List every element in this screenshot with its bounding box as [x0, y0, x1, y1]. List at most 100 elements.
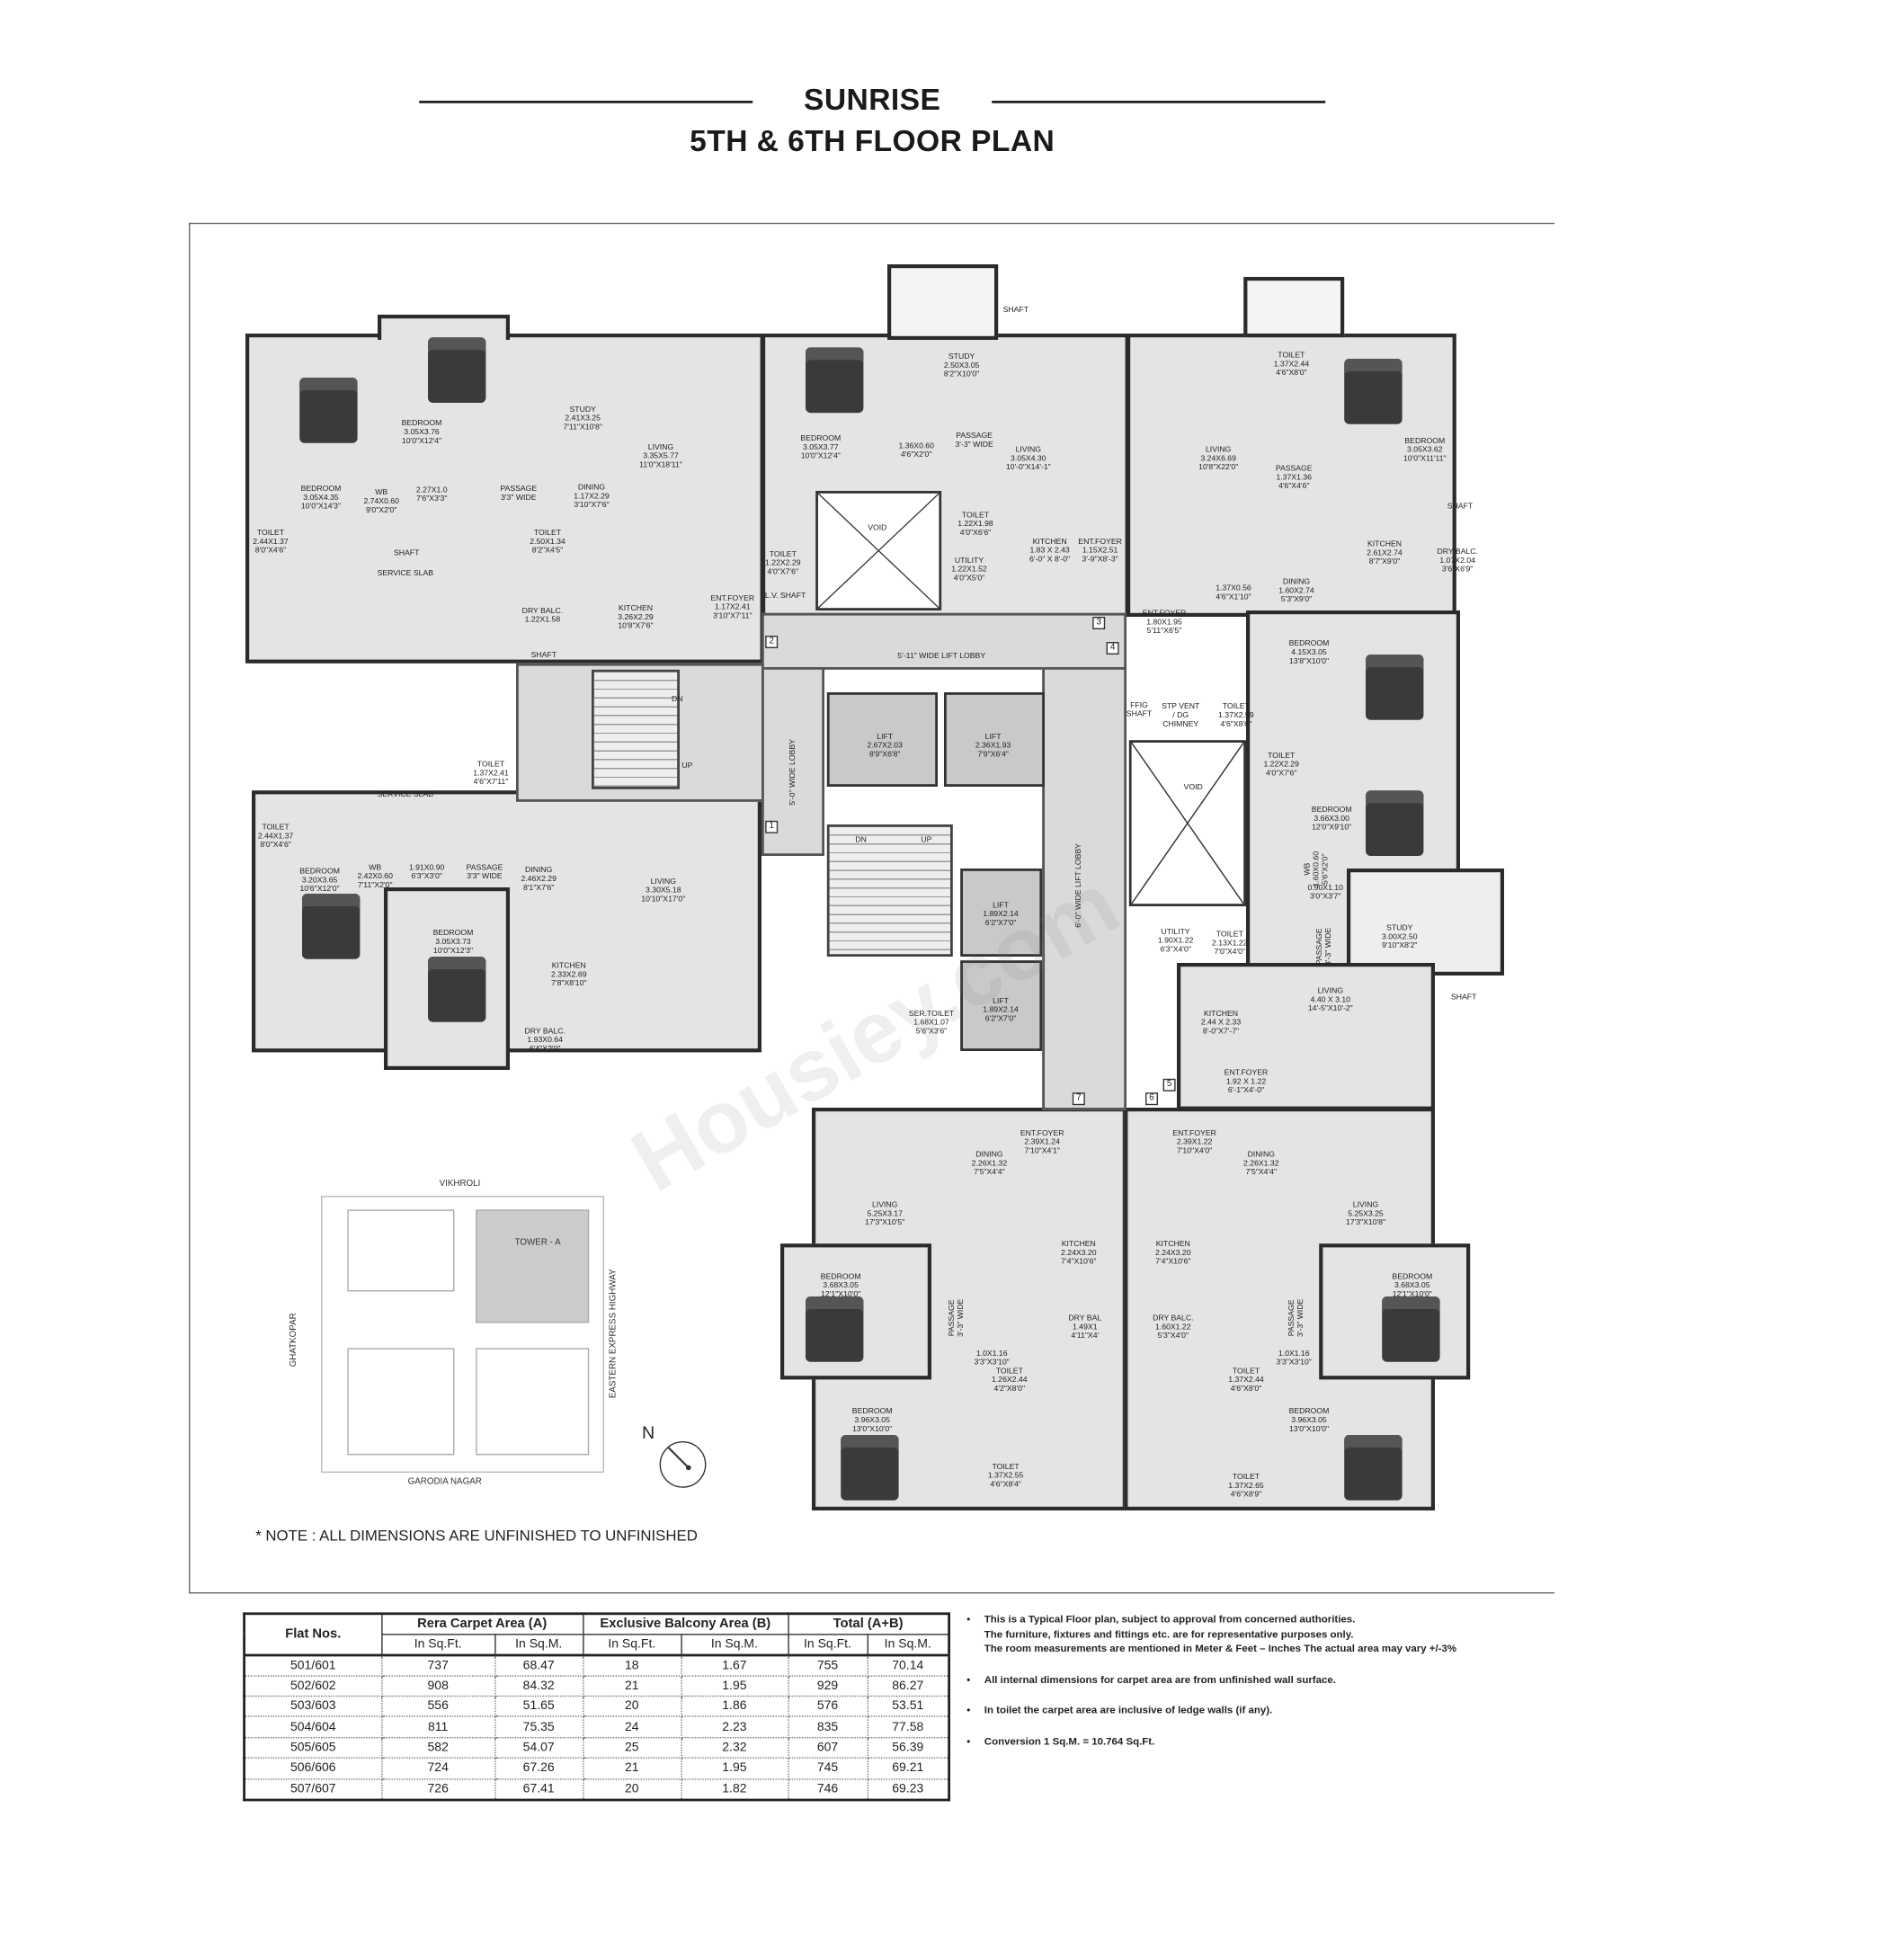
bed-icon	[1366, 655, 1424, 720]
room-label: TOILET 1.22X1.98 4'0"X6'6"	[957, 511, 993, 538]
room-label: 1.0X1.16 3'3"X3'10"	[974, 1349, 1010, 1368]
flat-marker: 1	[765, 820, 779, 833]
key-plan-tower-b	[347, 1209, 455, 1292]
table-cell: 607	[787, 1736, 868, 1760]
room-label: PASSAGE 3'3" WIDE	[500, 485, 538, 503]
room-label: DRY BAL 1.49X1 4'11"X4'	[1068, 1314, 1102, 1341]
room-label: 1.36X0.60 4'6"X2'0"	[898, 441, 934, 459]
room-label: LIFT 2.36X1.93 7'9"X6'4"	[975, 732, 1011, 760]
flat-marker: 7	[1072, 1092, 1085, 1106]
room-label: PASSAGE 1.37X1.36 4'6"X4'6"	[1275, 464, 1313, 491]
table-cell: 67.26	[494, 1757, 583, 1780]
room-label: TOILET 2.13X1.22 7'0"X4'0"	[1212, 930, 1248, 957]
staircase-west	[592, 669, 680, 789]
col-flat: Flat Nos.	[243, 1613, 382, 1656]
room-label: SERVICE SLAB	[377, 568, 434, 578]
room-label: ENT.FOYER 1.17X2.41 3'10"X7'11"	[710, 593, 755, 621]
room-label: BEDROOM 4.15X3.05 13'8"X10'0"	[1288, 639, 1330, 666]
room-label: TOILET 2.44X1.37 8'0"X4'6"	[257, 823, 294, 850]
room-label: DN	[671, 694, 683, 704]
room-label: BEDROOM 3.68X3.05 12'1"X10'0"	[820, 1272, 861, 1299]
table-cell: 68.47	[494, 1653, 583, 1677]
table-cell: 745	[787, 1757, 868, 1780]
lift-1	[826, 692, 938, 787]
table-cell: 51.65	[494, 1695, 583, 1718]
table-cell: 21	[582, 1757, 682, 1780]
room-label: LIFT 2.67X2.03 8'9"X6'8"	[867, 732, 903, 760]
room-label: KITCHEN 2.44 X 2.33 8'-0"X7'-7"	[1200, 1009, 1242, 1037]
frame-bottom	[189, 1592, 1554, 1594]
lift-3	[960, 869, 1043, 957]
room-label: DRY BALC. 1.07X2.04 3'6"X6'9"	[1437, 548, 1478, 575]
room-label: PASSAGE 3'-3" WIDE	[948, 1298, 966, 1337]
room-label: UP	[921, 835, 932, 845]
table-cell: 929	[787, 1674, 868, 1697]
room-label: L.V. SHAFT	[764, 592, 806, 601]
room-label: 1.0X1.16 3'3"X3'10"	[1276, 1349, 1312, 1368]
room-label: BEDROOM 3.20X3.65 10'6"X12'0"	[299, 867, 340, 894]
room-label: DINING 1.17X2.29 3'10"X7'6"	[574, 483, 610, 510]
table-cell: 2.23	[680, 1715, 789, 1739]
room-label: LIVING 3.30X5.18 10'10"X17'0"	[641, 877, 686, 904]
table-cell: 84.32	[494, 1674, 583, 1697]
room-label: BEDROOM 3.05X3.62 10'0"X11'11"	[1403, 436, 1447, 464]
bed-icon	[428, 337, 486, 403]
key-tower-label: TOWER - A	[514, 1238, 561, 1248]
frame-top	[189, 222, 1554, 225]
flat-503-balcony	[1243, 277, 1345, 338]
room-label: BEDROOM 3.96X3.05 13'0"X10'0"	[851, 1407, 893, 1434]
key-plan-tower-c	[347, 1348, 455, 1456]
table-cell: 1.95	[680, 1674, 789, 1697]
room-label: 0.90X1.10 3'0"X3'7"	[1307, 883, 1343, 902]
table-cell: 726	[380, 1777, 495, 1801]
table-cell: 503/603	[243, 1695, 382, 1718]
room-label: KITCHEN 2.24X3.20 7'4"X10'6"	[1061, 1240, 1097, 1267]
table-cell: 504/604	[243, 1715, 382, 1739]
flat-marker: 5	[1162, 1078, 1176, 1091]
title-rule-right	[992, 101, 1326, 103]
room-label: BEDROOM 3.05X4.35 10'0"X14'3"	[300, 485, 342, 512]
bed-icon	[1344, 1435, 1403, 1501]
frame-left	[189, 222, 191, 1592]
room-label: TOILET 1.37X2.41 4'6"X7'11"	[473, 760, 509, 787]
flat-505-block	[1177, 963, 1435, 1110]
room-label: DINING 1.60X2.74 5'3"X9'0"	[1278, 577, 1314, 604]
bed-icon	[428, 957, 486, 1022]
bed-icon	[1382, 1296, 1440, 1362]
room-label: KITCHEN 3.26X2.29 10'8"X7'6"	[618, 604, 654, 631]
table-cell: 77.58	[866, 1715, 950, 1739]
table-cell: 582	[380, 1736, 495, 1760]
room-label: SHAFT	[530, 650, 557, 660]
room-label: SHAFT	[1002, 306, 1029, 315]
room-label: ENT.FOYER 2.39X1.22 7'10"X4'0"	[1172, 1128, 1216, 1156]
room-label: SER.TOILET 1.68X1.07 5'6"X3'6"	[908, 1009, 955, 1037]
table-cell: 69.23	[866, 1777, 950, 1801]
table-cell: 1.86	[680, 1695, 789, 1718]
table-cell: 556	[380, 1695, 495, 1718]
col-balcony: Exclusive Balcony Area (B)	[582, 1613, 789, 1635]
room-label: UP	[681, 762, 693, 771]
sub-sqm: In Sq.M.	[494, 1634, 583, 1656]
table-cell: 56.39	[866, 1736, 950, 1760]
room-label: ENT.FOYER 2.39X1.24 7'10"X4'1"	[1020, 1128, 1064, 1156]
room-label: DRY BALC. 1.60X1.22 5'3"X4'0"	[1153, 1314, 1194, 1341]
col-total: Total (A+B)	[787, 1613, 950, 1635]
void-north	[815, 491, 942, 610]
room-label: PASSAGE 3'-3" WIDE	[1287, 1298, 1305, 1337]
room-label: WB 2.74X0.60 9'0"X2'0"	[363, 488, 399, 515]
flat-marker: 2	[765, 636, 779, 648]
notes-list: This is a Typical Floor plan, subject to…	[966, 1612, 1558, 1764]
room-label: WB 1.60X0.60 5'6"X2'0"	[1303, 851, 1331, 887]
room-label: SHAFT	[393, 548, 420, 558]
area-table: Flat Nos. Rera Carpet Area (A) Exclusive…	[243, 1612, 951, 1801]
room-label: KITCHEN 2.24X3.20 7'4"X10'6"	[1155, 1240, 1191, 1267]
sub-sqm: In Sq.M.	[866, 1634, 950, 1656]
key-road-west: GHATKOPAR	[289, 1313, 298, 1368]
room-label: DINING 2.26X1.32 7'5"X4'4"	[971, 1150, 1008, 1177]
room-label: 2.27X1.0 7'6"X3'3"	[415, 486, 448, 503]
room-label: UTILITY 1.90X1.22 6'3"X4'0"	[1157, 927, 1194, 955]
